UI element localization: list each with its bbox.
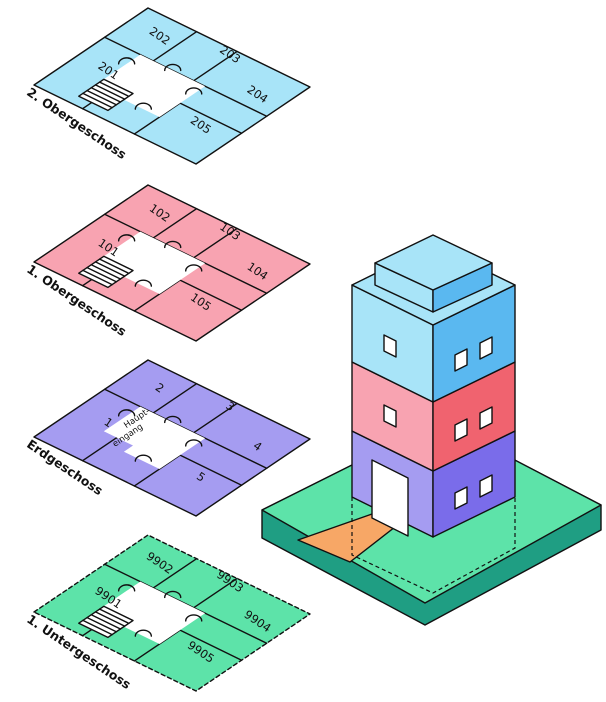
wall	[204, 612, 268, 644]
door-arc	[117, 57, 136, 65]
door-arc	[117, 584, 136, 592]
door-arc	[185, 439, 203, 447]
door-arc	[117, 409, 136, 417]
wall	[179, 629, 243, 661]
wall	[133, 102, 181, 135]
door-arc	[134, 102, 153, 110]
wall	[152, 31, 198, 62]
building-illustration	[261, 234, 602, 626]
staircase	[78, 255, 134, 289]
window	[383, 334, 397, 358]
wall	[133, 279, 181, 312]
window	[479, 474, 493, 498]
door-arc	[164, 590, 182, 599]
door-arc	[134, 629, 153, 637]
door-arc	[134, 279, 153, 287]
wall	[193, 50, 238, 82]
corridor	[103, 581, 206, 644]
wall	[152, 383, 198, 414]
corridor	[103, 231, 206, 294]
wall	[179, 102, 243, 134]
window	[454, 486, 468, 510]
door-arc	[185, 264, 203, 272]
wall	[152, 558, 198, 589]
wall	[193, 577, 238, 609]
wall	[193, 402, 238, 434]
wall	[179, 454, 243, 486]
window	[383, 404, 397, 428]
corridor	[103, 54, 206, 117]
window	[454, 348, 468, 372]
basement-outline	[351, 497, 516, 594]
wall	[204, 85, 268, 117]
window	[479, 336, 493, 360]
door-arc	[164, 415, 182, 424]
door-arc	[117, 234, 136, 242]
corridor	[103, 406, 206, 469]
door-arc	[185, 87, 203, 95]
door-arc	[185, 614, 203, 622]
wall	[81, 436, 118, 462]
window	[479, 406, 493, 430]
main-door	[371, 459, 409, 537]
wall	[133, 629, 181, 662]
door-arc	[164, 63, 182, 72]
wall	[133, 454, 181, 487]
door-arc	[134, 454, 153, 462]
wall	[204, 262, 268, 294]
window	[454, 418, 468, 442]
staircase	[78, 605, 134, 639]
wall	[179, 279, 243, 311]
rooftop-box-top	[374, 234, 493, 291]
wall	[204, 437, 268, 469]
door-arc	[164, 240, 182, 249]
staircase	[78, 78, 134, 112]
wall	[152, 207, 198, 239]
wall	[193, 227, 238, 259]
